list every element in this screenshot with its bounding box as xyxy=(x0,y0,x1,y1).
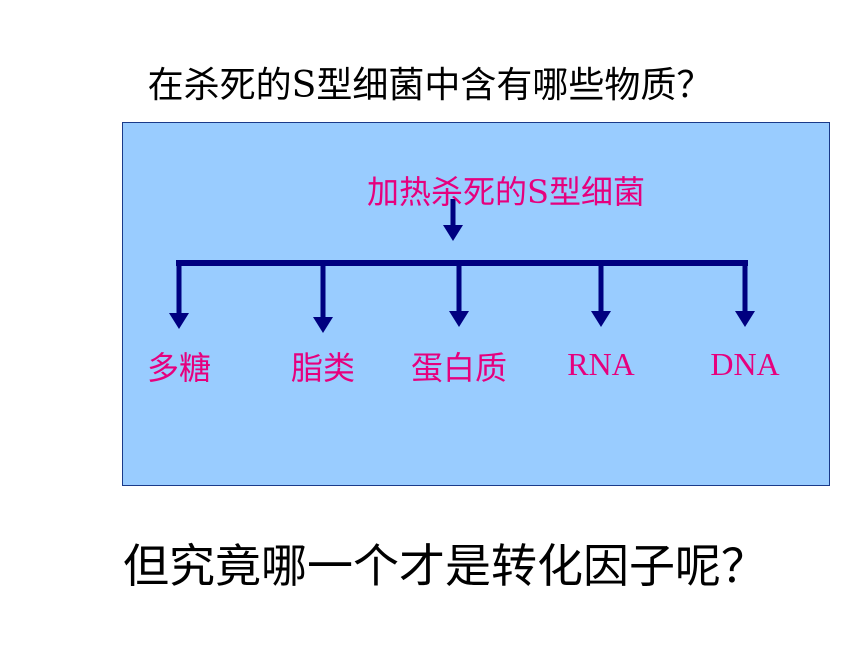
footer-question: 但究竟哪一个才是转化因子呢？ xyxy=(123,539,767,593)
component-arrow-4 xyxy=(591,263,611,327)
component-label-4: RNA xyxy=(567,346,635,382)
component-arrow-3 xyxy=(449,263,469,327)
diagram-panel: 加热杀死的S型细菌 多糖 脂类 蛋白质 RNA DNA xyxy=(122,122,830,486)
component-arrow-1 xyxy=(169,263,189,329)
question-heading: 在杀死的S型细菌中含有哪些物质？ xyxy=(147,65,713,106)
component-arrow-5 xyxy=(735,263,755,327)
diagram-canvas xyxy=(169,199,755,333)
root-label: 加热杀死的S型细菌 xyxy=(367,173,645,211)
component-label-1: 多糖 xyxy=(146,349,212,387)
component-label-2: 脂类 xyxy=(290,349,356,387)
component-label-5: DNA xyxy=(710,346,780,382)
root-arrow xyxy=(443,199,463,241)
component-arrow-2 xyxy=(313,263,333,333)
component-label-3: 蛋白质 xyxy=(410,349,508,387)
